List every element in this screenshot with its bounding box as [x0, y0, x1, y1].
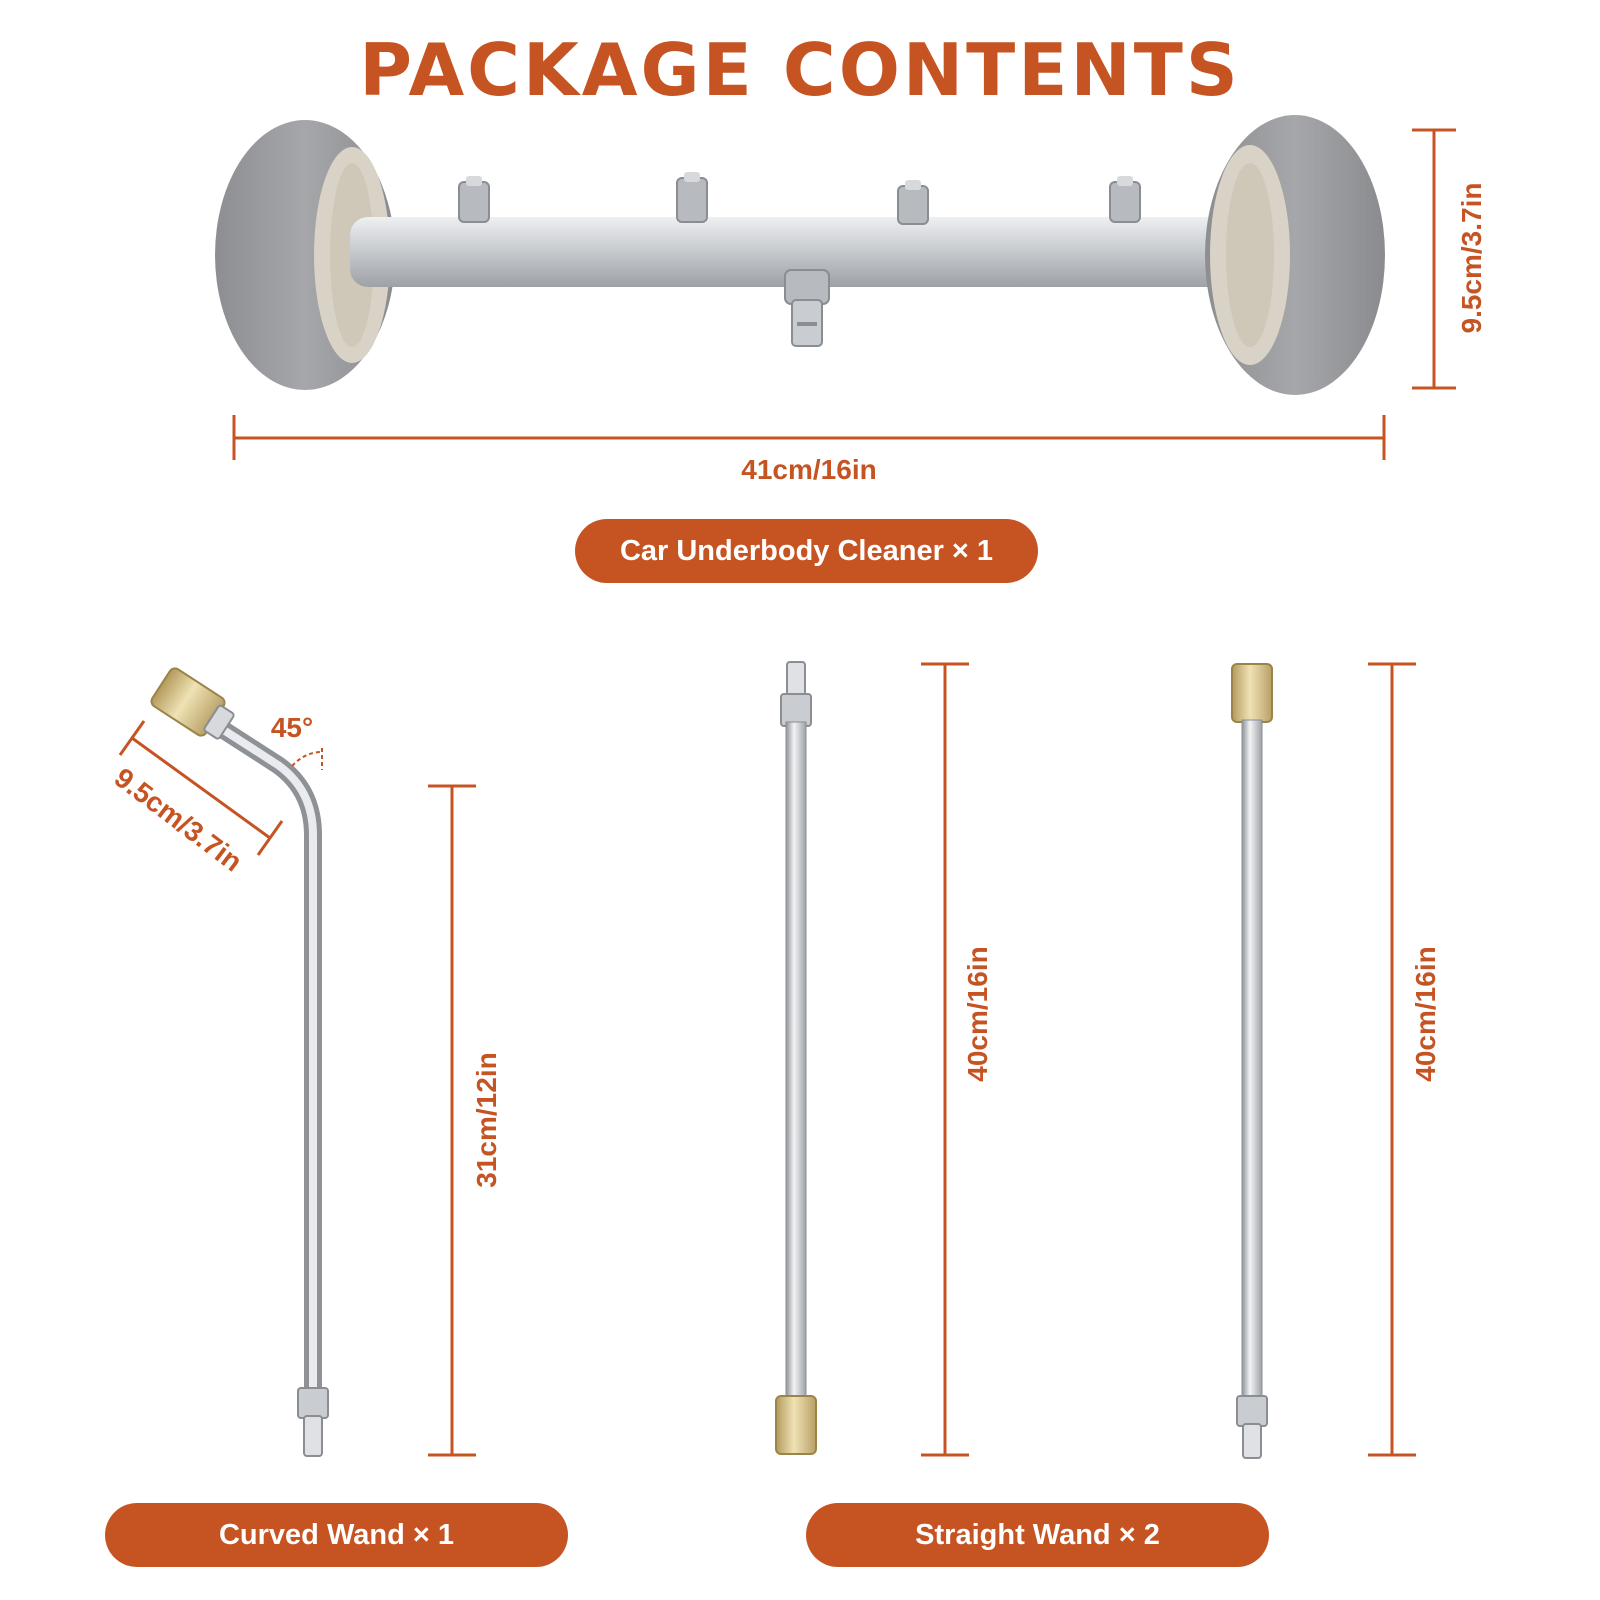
curved-length-dimension-line: [428, 784, 476, 1457]
quick-connect-plug: [297, 1387, 329, 1457]
curved-length-label: 31cm/12in: [471, 1052, 502, 1188]
brass-coupler: [150, 667, 235, 740]
quick-connect-inlet: [784, 269, 830, 347]
curved-wand: [150, 667, 329, 1457]
underbody-height-label: 9.5cm/3.7in: [1456, 182, 1487, 334]
straight-wand-caption: Straight Wand × 2: [806, 1503, 1269, 1567]
underbody-cleaner: [215, 115, 1385, 395]
right-wheel: [1205, 115, 1385, 395]
underbody-cleaner-caption: Car Underbody Cleaner × 1: [575, 519, 1038, 583]
width-dimension-line: [232, 415, 1386, 460]
spray-bar: [350, 217, 1250, 287]
straight-length-label-b: 40cm/16in: [1410, 946, 1441, 1082]
brass-coupler: [775, 1395, 817, 1455]
straight-length-label-a: 40cm/16in: [962, 946, 993, 1082]
straight-length-dimension-line-a: [921, 662, 969, 1457]
page-title: PACKAGE CONTENTS: [359, 28, 1241, 112]
height-dimension-line: [1412, 128, 1456, 390]
nozzle: [1109, 176, 1141, 223]
bend-dimension-line: [118, 720, 284, 856]
straight-wand-b: [1231, 663, 1273, 1459]
brass-coupler: [1231, 663, 1273, 723]
angle-indicator: [291, 748, 323, 770]
nozzle: [676, 172, 708, 223]
straight-wand-a: [775, 661, 817, 1455]
nozzle: [458, 176, 490, 223]
curved-wand-caption: Curved Wand × 1: [105, 1503, 568, 1567]
straight-length-dimension-line-b: [1368, 662, 1416, 1457]
curved-angle-label: 45°: [270, 712, 314, 743]
nozzle: [897, 180, 929, 225]
underbody-width-label: 41cm/16in: [741, 454, 877, 485]
